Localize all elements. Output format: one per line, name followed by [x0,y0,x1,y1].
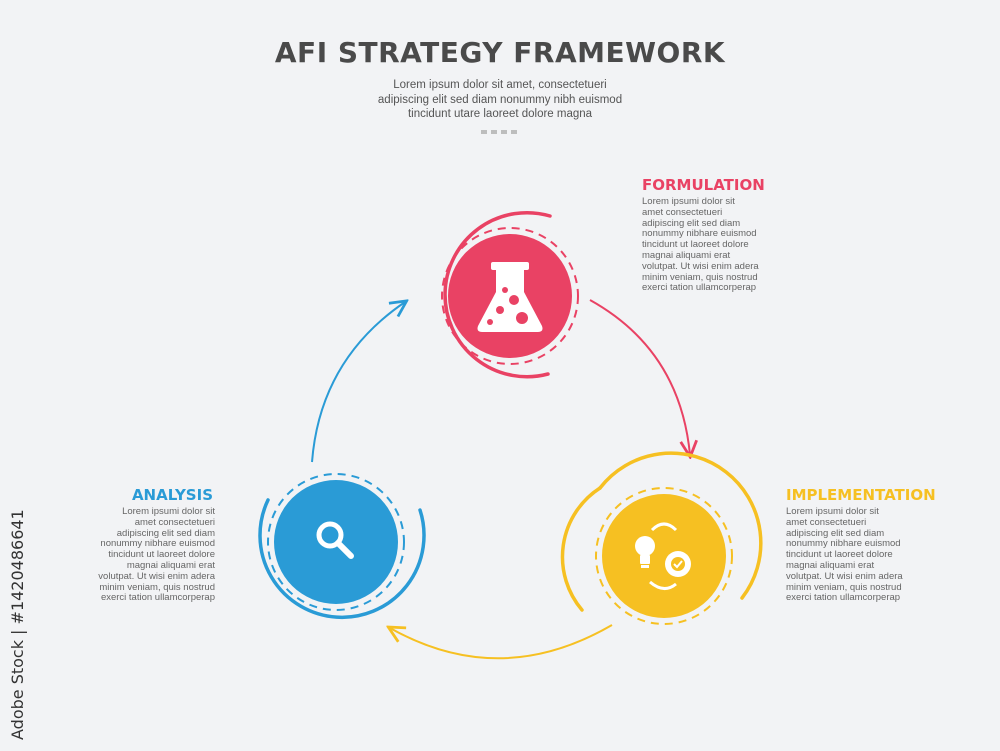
page-title: AFI STRATEGY FRAMEWORK [274,36,726,69]
watermark-text: Adobe Stock | #1420486641 [8,509,27,740]
subtitle-line: adipiscing elit sed diam nonummy nibh eu… [377,93,623,106]
subtitle-line: tincidunt utare laoreet dolore magna [407,108,593,120]
page-subtitle: Lorem ipsum dolor sit amet, consectetuer… [300,78,700,122]
subtitle-line: Lorem ipsum dolor sit amet, consectetuer… [393,79,607,91]
arrow-analysis-to-formulation [311,302,405,463]
flask-icon [477,262,543,332]
title-divider-dots [481,130,517,134]
lightbulb-gear-icon [635,522,691,590]
analysis-heading: ANALYSIS [131,486,213,504]
arrow-implementation-to-analysis [390,624,613,660]
implementation-circle [602,494,726,618]
analysis-node [258,473,426,620]
magnifier-icon [316,521,354,559]
arrow-formulation-to-implementation [589,299,690,455]
formulation-heading: FORMULATION [642,176,765,194]
formulation-node [441,210,579,379]
implementation-heading: IMPLEMENTATION [786,486,936,504]
implementation-node [560,451,763,625]
